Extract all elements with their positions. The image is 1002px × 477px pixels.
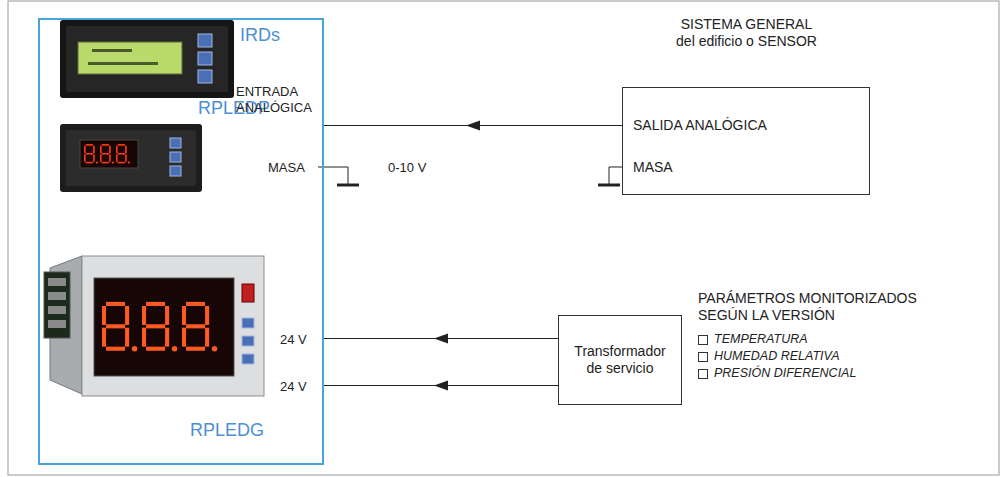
signal-label: 0-10 V: [388, 160, 426, 176]
arrow-head: [434, 334, 448, 344]
signal-wire: [324, 121, 622, 131]
rpledg-device: [44, 256, 264, 396]
pin-label: 24 V: [280, 332, 307, 348]
note-heading: PARÁMETROS MONITORIZADOS SEGÚN LA VERSIÓ…: [698, 290, 938, 324]
arrow-head: [466, 121, 480, 131]
list-item: HUMEDAD RELATIVA: [714, 349, 840, 364]
checkbox: [699, 336, 708, 379]
irds-device: [60, 20, 234, 98]
ground-symbol: [598, 167, 622, 185]
signal-wire: [324, 334, 558, 344]
pin-label: MASA: [633, 159, 673, 176]
ground-symbol: [318, 167, 359, 185]
box-heading: SISTEMA GENERAL del edificio o SENSOR: [674, 16, 819, 50]
system-box: SISTEMA GENERAL del edificio o SENSORSAL…: [622, 87, 870, 195]
list-item: TEMPERATURA: [714, 332, 808, 347]
device-name: RPLEDG: [190, 420, 264, 442]
outer-frame: [8, 1, 999, 475]
signal-wire: [324, 381, 558, 391]
pin-label: ENTRADA ANALÓGICA: [236, 84, 318, 115]
arrow-head: [434, 381, 448, 391]
pin-label: MASA: [268, 160, 305, 176]
pin-label: SALIDA ANALÓGICA: [633, 117, 767, 134]
device-group-frame: IRDsRPLEDPRPLEDGENTRADA ANALÓGICAMASA24 …: [38, 18, 324, 465]
list-item: PRESIÓN DIFERENCIAL: [714, 366, 856, 381]
transformer-box: Transformador de servicio: [558, 315, 682, 405]
pin-label: 24 V: [280, 379, 307, 395]
device-name: IRDs: [240, 25, 280, 47]
rpledp-device: [60, 124, 202, 192]
box-text: Transformador de servicio: [570, 343, 670, 377]
